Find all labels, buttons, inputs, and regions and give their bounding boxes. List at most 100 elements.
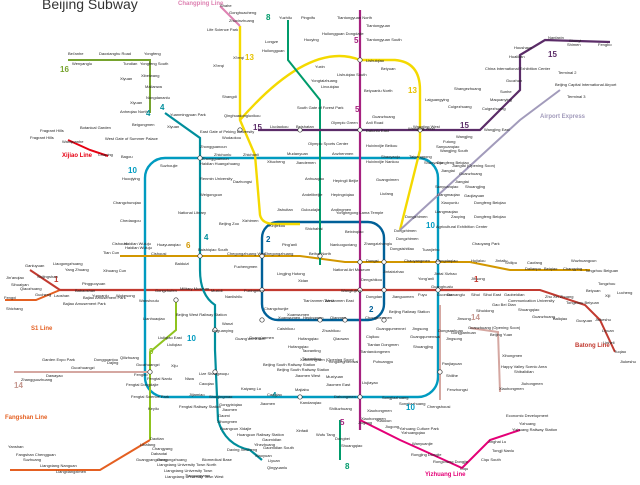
label-qiaowan: Qiaowan (333, 336, 349, 341)
label-dongdan: Dongdan (366, 294, 382, 299)
label-tiantongyuan: Tiantongyuan (366, 23, 390, 28)
label-changyang: Changyang (152, 446, 172, 451)
label-fengtai-dongdajie: Fengtai Dongdajie (126, 382, 159, 387)
label-jintaiulu: Jintailu (495, 258, 507, 263)
line-2 (260, 220, 386, 322)
line-16 (68, 59, 151, 113)
label-linheli: Linheli (603, 340, 615, 345)
label-guozhuang: Guozhuangzi (71, 365, 95, 370)
label-forest-park-south: South Gate of Forest Park (297, 105, 343, 110)
line-9 (149, 300, 177, 440)
label-jinsong: Jinsong (471, 276, 485, 281)
label-beianhe: Bei'anhe (68, 51, 84, 56)
label-zhichunlu: Zhichunlu (214, 152, 231, 157)
label-liufang: Liufang (380, 191, 393, 196)
label-xihongmen: Xihongmen (502, 353, 522, 358)
label-dongguantou: Dongguantou (94, 357, 118, 362)
label-liujiayao: Liujiayao (362, 380, 379, 385)
label-beishatan: Beishatan (296, 124, 314, 129)
label-daoxianghu: Daoxianghu Road (99, 51, 131, 56)
label-xizhimen: Xizhimen (242, 218, 258, 223)
label-yongdingmenwai: Yongdingmenwai (328, 359, 358, 364)
label-cishousi: Cishousi (151, 251, 166, 256)
label-jiangtai-opening: Jiangtai (Opening Soon) (452, 163, 496, 168)
interchange-station-13 (357, 57, 363, 63)
label-xierqi: Xi'erqi (233, 55, 244, 60)
label-rongjing: Rongjing Dongjie (411, 452, 442, 457)
label-nanfaxin: Nanfaxin (548, 35, 564, 40)
label-chegongzhuang-west: Chegongzhuang West (227, 251, 267, 256)
label-futong: Futong (443, 139, 455, 144)
label-xijiao-line: Xijiao Line (62, 153, 93, 159)
label-west-gate-summer: West Gate of Summer Palace (105, 136, 159, 141)
label-taiyanggong: Taiyanggong (409, 154, 432, 159)
label-gongjianhuan: Gongjianhuan (451, 330, 476, 335)
interchange-station-20 (435, 259, 441, 265)
label-fengxi: Fengxi (4, 295, 16, 300)
interchange-station-24 (297, 394, 303, 400)
label-datunlu-east: Datunlu East (366, 128, 390, 133)
label-chegongzhuang: Chegongzhuang (264, 251, 293, 256)
interchange-station-23 (357, 394, 363, 400)
label-tiangongyuan: Tiangongyuan (185, 473, 210, 478)
interchange-station-21 (435, 287, 441, 293)
label-chengshousi: Chengshousi (427, 404, 450, 409)
label-sunhe: Sunhe (500, 89, 512, 94)
label-haidian-huangzhuang: Haidian Huangzhuang (200, 161, 240, 166)
label-national-art-museum: National Art Museum (333, 267, 371, 272)
interchange-station-17 (342, 317, 348, 323)
label-guangqumennei: Guangqumennei (376, 326, 406, 331)
label-shuangqiao: Shuangqiao (518, 307, 540, 312)
interchange-station-8 (357, 127, 363, 133)
label-shiliuzhuang: Shiliuzhuang (329, 406, 352, 411)
label-guangximen: Guangximen (376, 177, 399, 182)
label-qinghuadongluxikou: Qinghuadongluxikou (224, 113, 260, 118)
label-shuangjing: Shuangjing (413, 344, 433, 349)
label-tuanjiehu: Tuanjiehu (422, 247, 439, 252)
label-tiantan: Tiantandongmen (360, 349, 390, 354)
interchange-station-18 (173, 297, 179, 303)
label-liyuan: Liyuan (602, 328, 614, 333)
interchange-station-9 (297, 127, 303, 133)
label-keyilu: Keyilu (148, 406, 159, 411)
label-sihuaiyan: Sihuaiyan (11, 282, 29, 287)
label-pku-east: East Gate of Peking University (200, 129, 254, 134)
label-guloudajie: Guloudajie (301, 207, 321, 212)
label-xiyuan-16: Xiyuan (120, 76, 132, 81)
label-yizhuang-station: Yizhuang Railway Station (512, 427, 557, 432)
label-yihezhuang: Yihezhuang (254, 442, 275, 447)
label-haidian-wulu: Haidian Wuluju (125, 245, 152, 250)
label-qiaozhuang: Qiaozhuang (20, 286, 42, 291)
label-daguanying: Daguanying (212, 328, 233, 333)
label-houshayu: Houshayu (514, 45, 532, 50)
label-zhichunli: Zhichunli (243, 152, 259, 157)
label-line6-num: 6 (186, 241, 191, 250)
label-mudanyuan: Mudanyuan (287, 151, 308, 156)
label-wanshoulu: Wanshoulu (139, 298, 159, 303)
label-wanyuanjie: Wanyuanjie (412, 441, 434, 446)
label-xiaocun: Xiaocun (377, 418, 391, 423)
label-laiguangying: Laiguangying (425, 97, 449, 102)
label-dongzhimen: Dongzhimen (394, 228, 416, 233)
label-liangxiang-university: Liangxiang University Town North (157, 462, 216, 467)
label-line8-num-bottom: 8 (345, 462, 350, 471)
line-4 (164, 112, 263, 461)
label-yuzhilu: Yuzhilu (279, 15, 292, 20)
label-changying: Changying (563, 266, 582, 271)
label-shilipu: Shilipu (505, 260, 517, 265)
label-beijingyuan: Beijing Yuan (490, 332, 512, 337)
label-jijiamiao: Jijiamiao (189, 392, 205, 397)
label-airport-express: Airport Express (540, 114, 586, 120)
label-guanghua-lu: Guanghualu (431, 284, 453, 289)
label-andingmen: Andingmen (331, 207, 351, 212)
label-hualikan: Hualikan (509, 54, 525, 59)
label-anli-road: Anli Road (366, 120, 383, 125)
label-zhushikou: Zhushikou (322, 328, 340, 333)
label-guozhan: Guozhan (506, 78, 522, 83)
label-xitucheng: Xitucheng (267, 159, 285, 164)
label-line10-num-right: 10 (426, 221, 435, 230)
label-liudaokou: Liudaokou (270, 124, 288, 129)
label-line5-num-top: 5 (354, 36, 359, 45)
label-beiyuanlu-north: Beiyuanlu North (364, 88, 392, 93)
label-fengbo: Fengbo (134, 372, 148, 377)
